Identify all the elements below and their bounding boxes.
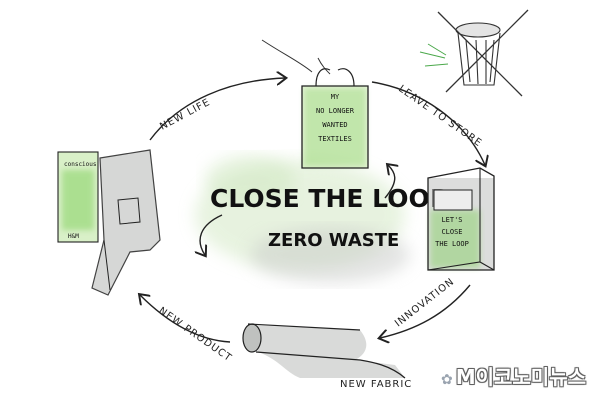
tag-top-text: conscious xyxy=(64,161,97,168)
label-new-product: NEW PRODUCT xyxy=(156,305,233,364)
box-line-2: CLOSE xyxy=(441,228,462,236)
center-subtitle: ZERO WASTE xyxy=(268,230,399,251)
arrow-center-left xyxy=(200,214,223,255)
arrow-new-product xyxy=(140,295,231,343)
collection-box-illustration: LET'S CLOSE THE LOOP xyxy=(427,167,495,271)
watermark-text: M이코노미뉴스 xyxy=(455,365,586,389)
flower-icon: ✿ xyxy=(440,372,453,388)
center-watercolor-wash xyxy=(195,155,410,283)
label-new-life: NEW LIFE xyxy=(158,97,212,133)
arrow-innovation xyxy=(380,284,471,338)
loop-arrows xyxy=(140,78,485,342)
label-new-fabric: NEW FABRIC xyxy=(340,379,412,390)
jeans-illustration: conscious H&M xyxy=(57,149,161,296)
center-title: CLOSE THE LOOP. xyxy=(210,184,453,213)
tag-bottom-text: H&M xyxy=(68,233,79,240)
bag-line-1: MY xyxy=(331,93,340,101)
arrow-leave-to-store xyxy=(371,81,485,165)
news-watermark: ✿M이코노미뉴스 xyxy=(441,361,586,390)
bag-line-3: WANTED xyxy=(322,121,347,129)
fabric-roll-illustration xyxy=(242,323,406,379)
bag-line-2: NO LONGER xyxy=(316,107,355,115)
box-line-3: THE LOOP xyxy=(435,240,469,248)
arrow-center-right xyxy=(384,165,395,199)
textile-bag-illustration: MY NO LONGER WANTED TEXTILES xyxy=(261,39,369,169)
box-line-1: LET'S xyxy=(441,216,462,224)
label-leave-to-store: LEAVE TO STORE xyxy=(396,83,484,149)
crossed-trash-can-icon xyxy=(419,9,529,97)
arrow-new-life xyxy=(149,78,285,141)
bag-line-4: TEXTILES xyxy=(318,135,352,143)
